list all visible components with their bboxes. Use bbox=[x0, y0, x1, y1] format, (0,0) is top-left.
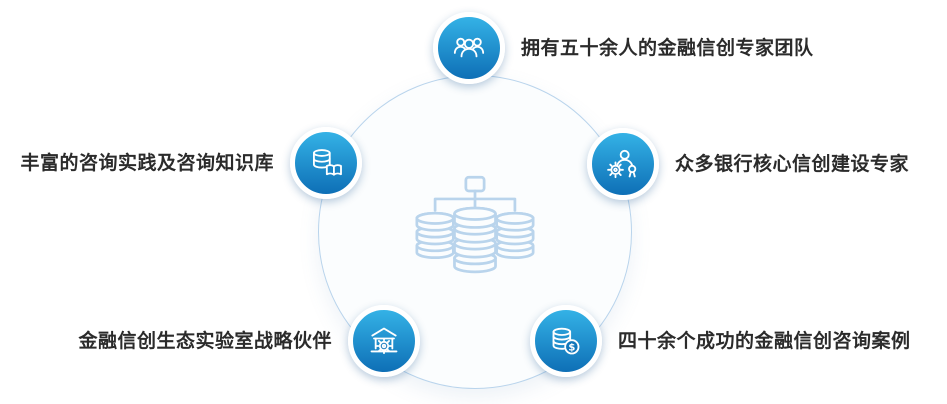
node-experts: 众多银行核心信创建设专家 bbox=[587, 128, 909, 200]
node-label: 四十余个成功的金融信创咨询案例 bbox=[618, 330, 911, 352]
node-label: 金融信创生态实验室战略伙伴 bbox=[78, 330, 332, 352]
database-cluster-icon bbox=[415, 175, 535, 274]
node-cases: $ 四十余个成功的金融信创咨询案例 bbox=[530, 305, 911, 377]
node-label: 丰富的咨询实践及咨询知识库 bbox=[20, 152, 274, 174]
engineer-badge-icon bbox=[587, 128, 659, 200]
node-team: 拥有五十余人的金融信创专家团队 bbox=[433, 12, 814, 84]
database-book-icon bbox=[290, 127, 362, 199]
svg-text:$: $ bbox=[568, 343, 575, 354]
institute-gear-icon bbox=[348, 305, 420, 377]
node-lab: 金融信创生态实验室战略伙伴 bbox=[78, 305, 420, 377]
coin-stack-icon: $ bbox=[530, 305, 602, 377]
team-icon bbox=[433, 12, 505, 84]
node-label: 众多银行核心信创建设专家 bbox=[675, 153, 910, 175]
node-knowledge: 丰富的咨询实践及咨询知识库 bbox=[20, 127, 362, 199]
node-label: 拥有五十余人的金融信创专家团队 bbox=[521, 37, 814, 59]
